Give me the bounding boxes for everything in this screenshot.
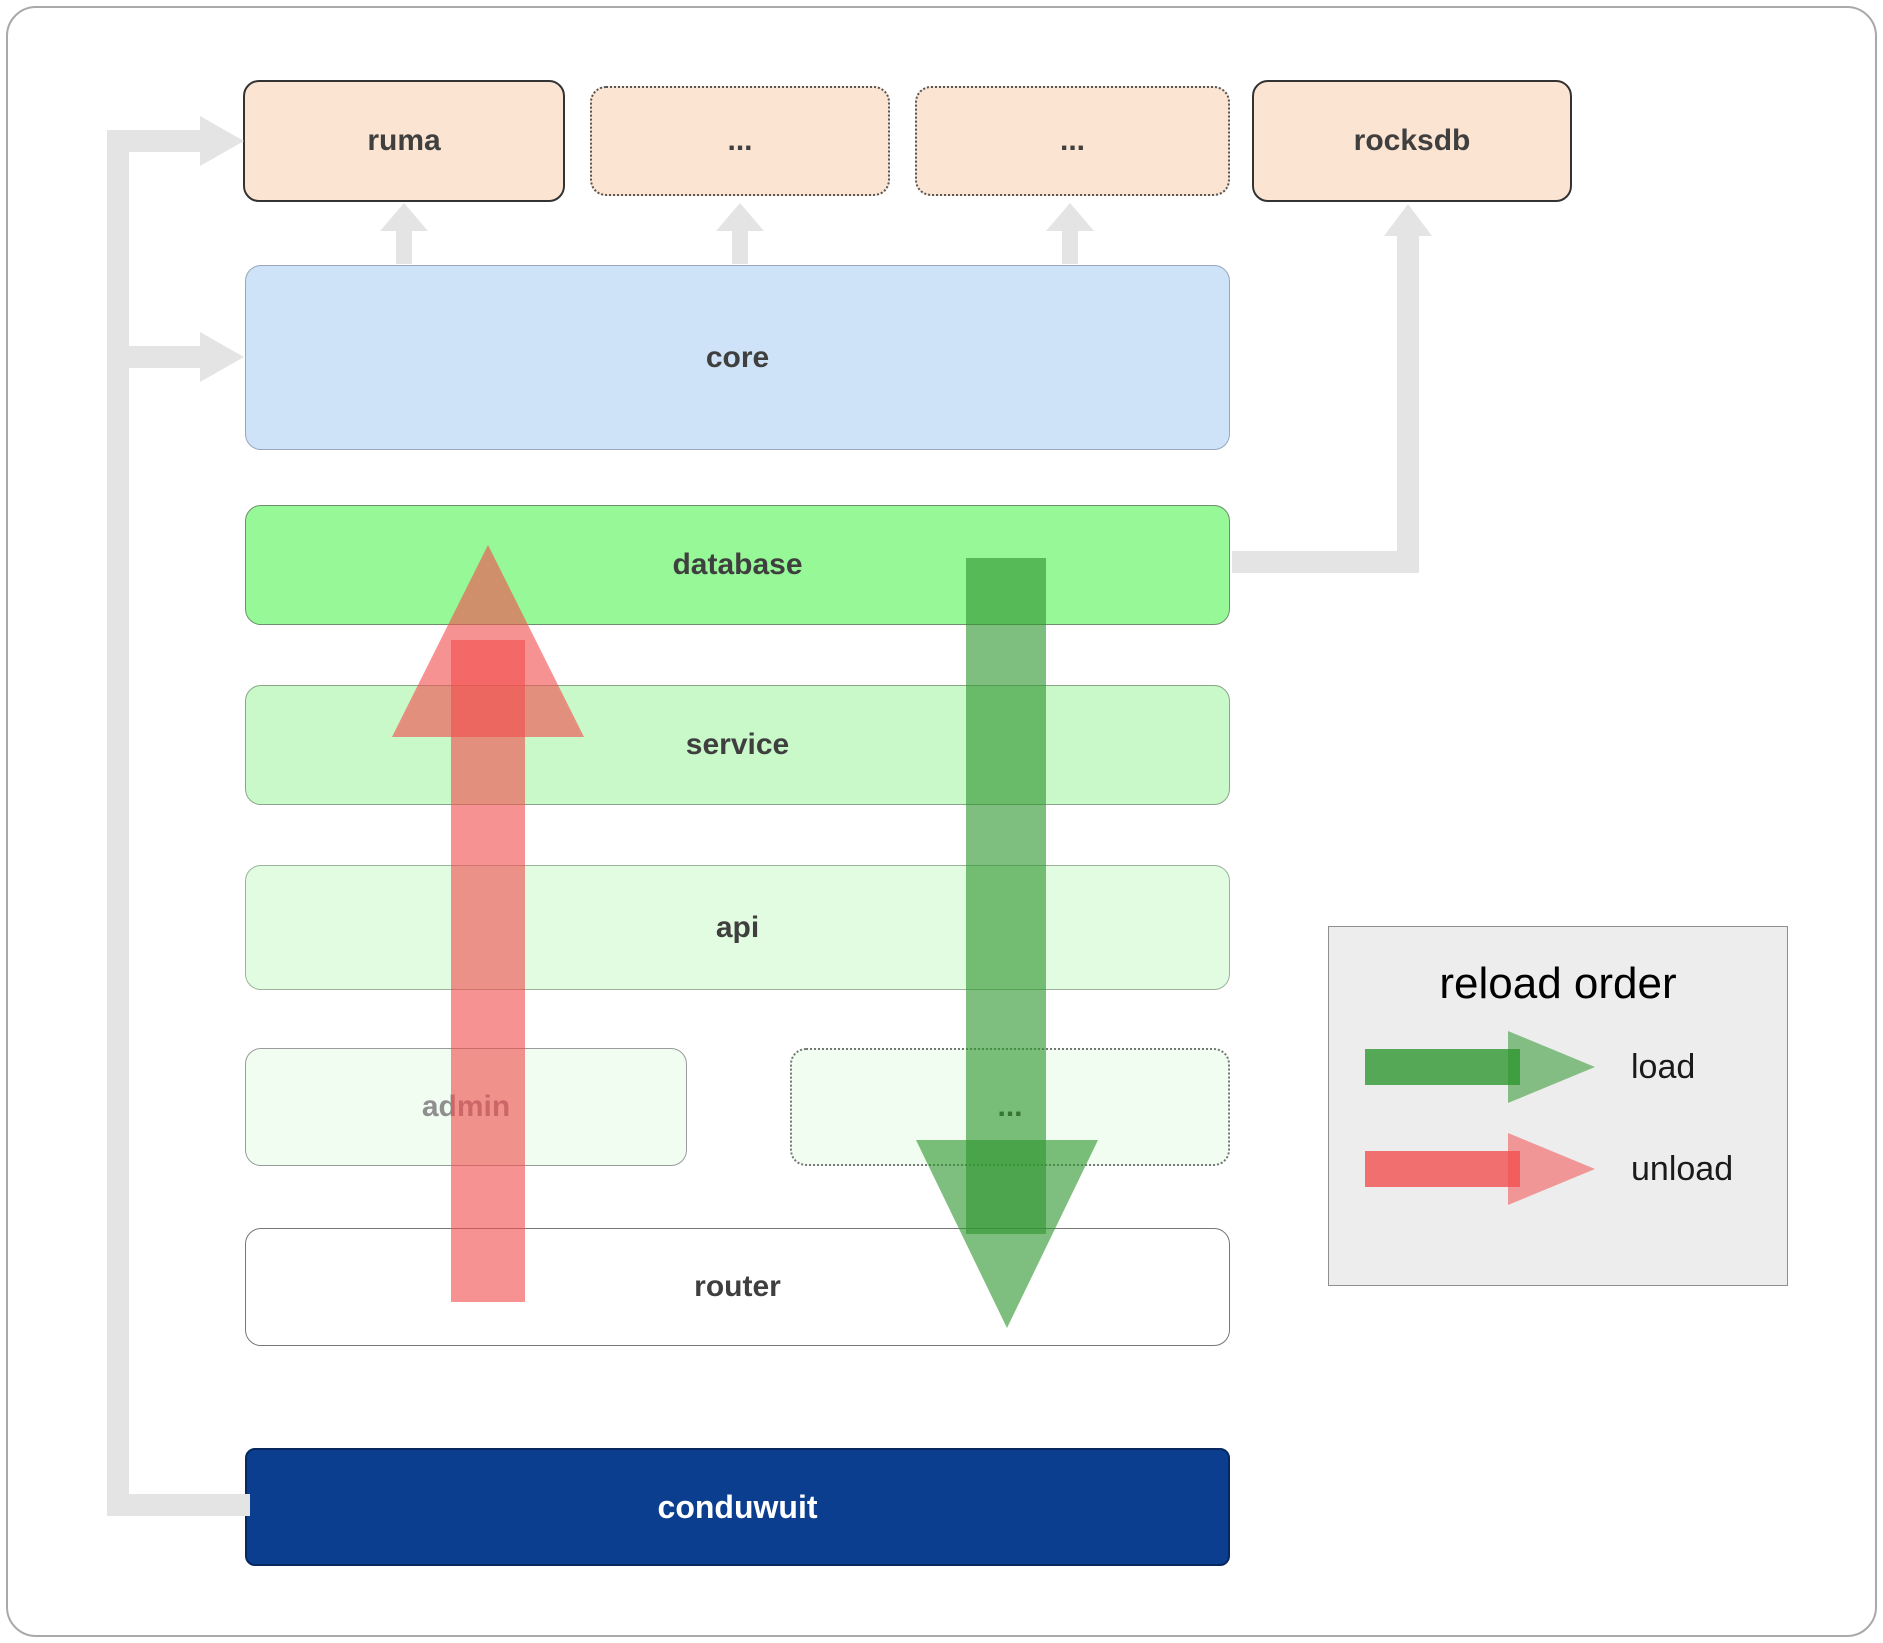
node-conduwuit-label: conduwuit <box>657 1488 818 1525</box>
legend-unload-label: unload <box>1631 1149 1734 1188</box>
node-rocksdb-label: rocksdb <box>1353 124 1471 157</box>
node-core-label: core <box>705 340 770 374</box>
load-arrow-icon <box>1365 1031 1595 1103</box>
node-database: database <box>245 505 1230 625</box>
legend-panel: reload order load unload <box>1328 926 1788 1286</box>
node-conduwuit: conduwuit <box>245 1448 1230 1566</box>
node-ellipsis-1-label: ... <box>727 124 753 157</box>
node-rocksdb: rocksdb <box>1252 80 1572 202</box>
legend-load-label: load <box>1631 1047 1696 1086</box>
node-api-label: api <box>715 910 760 944</box>
legend-title: reload order <box>1439 959 1677 1008</box>
node-admin: admin <box>245 1048 687 1166</box>
node-ellipsis-1: ... <box>590 86 890 196</box>
node-database-label: database <box>672 548 803 581</box>
legend-row-load: load <box>1329 1023 1787 1111</box>
node-ruma: ruma <box>243 80 565 202</box>
node-router: router <box>245 1228 1230 1346</box>
node-ellipsis-2: ... <box>915 86 1230 196</box>
unload-arrow-icon <box>1365 1133 1595 1205</box>
node-ellipsis-3: ... <box>790 1048 1230 1166</box>
legend-row-unload: unload <box>1329 1125 1787 1213</box>
node-core: core <box>245 265 1230 450</box>
outer-frame <box>6 6 1877 1637</box>
node-service-label: service <box>685 728 790 761</box>
node-service: service <box>245 685 1230 805</box>
node-api: api <box>245 865 1230 990</box>
node-ellipsis-2-label: ... <box>1059 124 1085 157</box>
node-admin-label: admin <box>421 1090 511 1123</box>
node-ellipsis-3-label: ... <box>997 1090 1023 1123</box>
node-router-label: router <box>694 1270 781 1303</box>
node-ruma-label: ruma <box>367 124 441 157</box>
